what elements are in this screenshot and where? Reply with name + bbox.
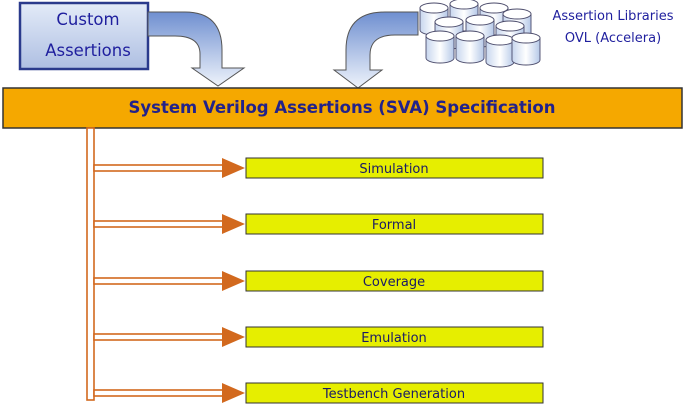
target-testbench-generation: Testbench Generation (93, 382, 544, 404)
target-coverage: Coverage (93, 270, 544, 292)
custom-assertions-line1: Custom (56, 10, 119, 29)
target-emulation: Emulation (93, 326, 544, 348)
library-to-spec-arrow (332, 11, 419, 89)
custom-assertions-line2: Assertions (45, 41, 131, 60)
database-cluster-icon (419, 0, 541, 68)
target-label-simulation: Simulation (359, 162, 428, 177)
database-cylinder-icon (425, 30, 455, 64)
target-label-formal: Formal (372, 218, 416, 233)
target-label-coverage: Coverage (363, 275, 425, 290)
database-cylinder-icon (485, 34, 515, 68)
sva-spec-bar: System Verilog Assertions (SVA) Specific… (2, 87, 683, 129)
sva-spec-title: System Verilog Assertions (SVA) Specific… (128, 98, 555, 117)
connector-trunk (86, 127, 95, 401)
database-cylinder-icon (511, 32, 541, 66)
database-cylinder-icon (455, 30, 485, 64)
assertion-libraries-label: Assertion Libraries (553, 9, 674, 24)
ovl-accelera-label: OVL (Accelera) (565, 31, 661, 46)
target-label-emulation: Emulation (361, 331, 427, 346)
custom-assertions-box: Custom Assertions (18, 1, 150, 71)
target-simulation: Simulation (93, 157, 544, 179)
target-formal: Formal (93, 213, 544, 235)
target-label-testbench-generation: Testbench Generation (322, 387, 465, 402)
custom-to-spec-arrow (147, 11, 246, 87)
